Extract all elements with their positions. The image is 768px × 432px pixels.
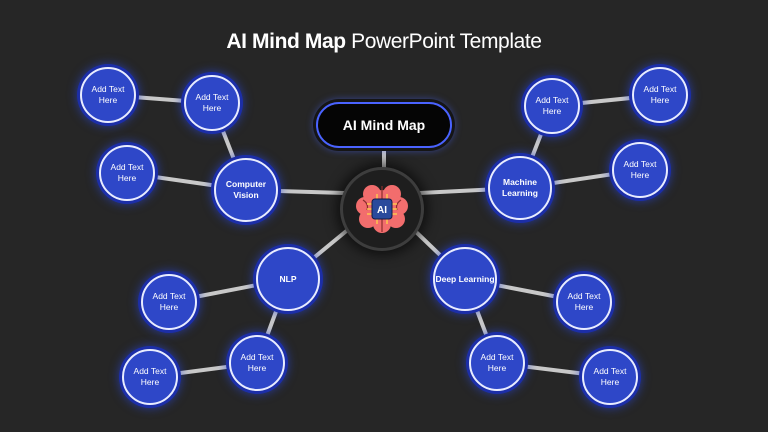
dl-leaf-1[interactable]: Add Text Here — [556, 274, 612, 330]
nlp-leaf-3[interactable]: Add Text Here — [122, 349, 178, 405]
ml-leaf-3[interactable]: Add Text Here — [612, 142, 668, 198]
ml-leaf-1[interactable]: Add Text Here — [524, 78, 580, 134]
branch-nlp[interactable]: NLP — [256, 247, 320, 311]
cv-leaf-2[interactable]: Add Text Here — [184, 75, 240, 131]
center-hub: AI — [340, 167, 424, 251]
cv-leaf-1[interactable]: Add Text Here — [80, 67, 136, 123]
title-regular: PowerPoint Template — [345, 30, 542, 53]
ml-leaf-2[interactable]: Add Text Here — [632, 67, 688, 123]
nlp-leaf-2[interactable]: Add Text Here — [229, 335, 285, 391]
page-title: AI Mind Map PowerPoint Template — [0, 30, 768, 54]
dl-leaf-2[interactable]: Add Text Here — [469, 335, 525, 391]
chip-label: AI — [377, 205, 387, 216]
topic-pill: AI Mind Map — [316, 102, 452, 148]
title-bold: AI Mind Map — [226, 30, 346, 53]
branch-deep-learning[interactable]: Deep Learning — [433, 247, 497, 311]
branch-computer-vision[interactable]: Computer Vision — [214, 158, 278, 222]
brain-chip-icon: AI — [356, 185, 408, 233]
nlp-leaf-1[interactable]: Add Text Here — [141, 274, 197, 330]
dl-leaf-3[interactable]: Add Text Here — [582, 349, 638, 405]
cv-leaf-3[interactable]: Add Text Here — [99, 145, 155, 201]
branch-machine-learning[interactable]: Machine Learning — [488, 156, 552, 220]
